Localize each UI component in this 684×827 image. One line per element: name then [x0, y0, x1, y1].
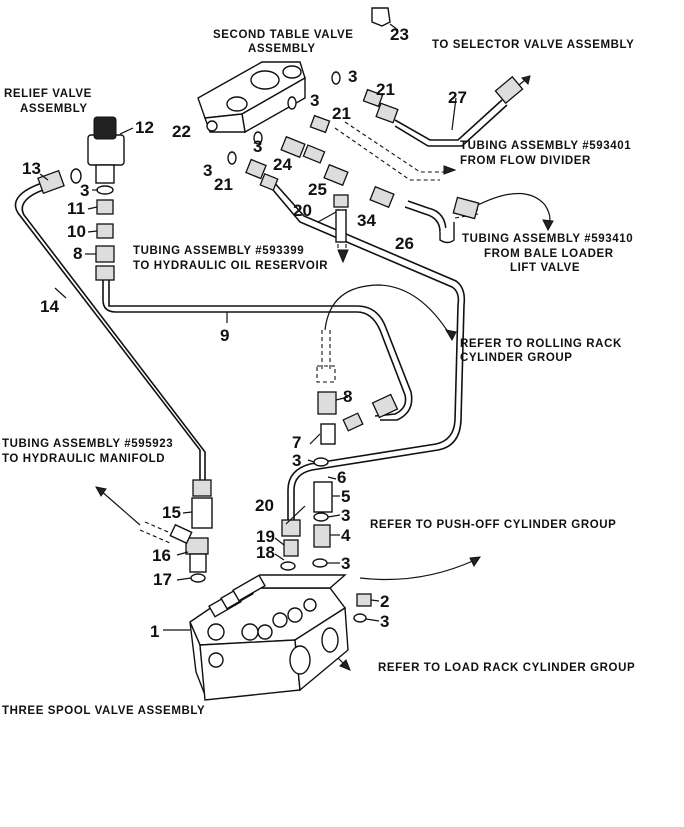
callout-17: 17 [153, 570, 172, 589]
tubing-595923-label-1: TUBING ASSEMBLY #595923 [2, 438, 173, 450]
tubing-593410-label-3: LIFT VALVE [510, 262, 580, 274]
callout-15: 15 [162, 503, 181, 522]
tube-9 [102, 270, 407, 417]
rolling-rack-label-1: REFER TO ROLLING RACK [460, 338, 622, 350]
callout-3: 3 [310, 91, 319, 110]
tubing-593401-label-1: TUBING ASSEMBLY #593401 [460, 140, 631, 152]
callout-23: 23 [390, 25, 409, 44]
tubing-593401-label-2: FROM FLOW DIVIDER [460, 155, 591, 167]
left-fittings [169, 479, 213, 583]
callout-3: 3 [348, 67, 357, 86]
tube-14 [14, 182, 201, 480]
top-fittings [227, 71, 524, 244]
callout-26: 26 [395, 234, 414, 253]
callout-21: 21 [332, 104, 351, 123]
assembly-labels: SECOND TABLE VALVE ASSEMBLY TO SELECTOR … [2, 29, 635, 717]
three-spool-label: THREE SPOOL VALVE ASSEMBLY [2, 705, 205, 717]
callout-2: 2 [380, 592, 389, 611]
rolling-rack-label-2: CYLINDER GROUP [460, 352, 573, 364]
callout-3: 3 [80, 181, 89, 200]
callout-3: 3 [253, 137, 262, 156]
second-table-valve [197, 7, 399, 134]
callout-21: 21 [376, 80, 395, 99]
callout-7: 7 [292, 433, 301, 452]
relief-valve-label-2: ASSEMBLY [20, 103, 88, 115]
load-rack-label: REFER TO LOAD RACK CYLINDER GROUP [378, 662, 635, 674]
callout-12: 12 [135, 118, 154, 137]
callout-16: 16 [152, 546, 171, 565]
callout-25: 25 [308, 180, 327, 199]
callout-8: 8 [343, 387, 352, 406]
tubing-593410-label-1: TUBING ASSEMBLY #593410 [462, 233, 633, 245]
tubing-595923-label-2: TO HYDRAULIC MANIFOLD [2, 453, 165, 465]
callout-19: 19 [256, 527, 275, 546]
callout-1: 1 [150, 622, 159, 641]
callout-20: 20 [293, 201, 312, 220]
callout-34: 34 [357, 211, 376, 230]
tubing-lines [14, 75, 531, 520]
callout-3: 3 [203, 161, 212, 180]
three-spool-valve [189, 574, 349, 701]
push-off-label: REFER TO PUSH-OFF CYLINDER GROUP [370, 519, 616, 531]
callout-3: 3 [292, 451, 301, 470]
relief-valve-label-1: RELIEF VALVE [4, 88, 92, 100]
callout-9: 9 [220, 326, 229, 345]
callout-21: 21 [214, 175, 233, 194]
callout-11: 11 [67, 199, 85, 218]
callout-numbers: 23 3 21 27 3 21 22 12 3 24 13 3 21 25 3 … [22, 25, 467, 641]
callout-22: 22 [172, 122, 191, 141]
tubing-593399-label-1: TUBING ASSEMBLY #593399 [133, 245, 304, 257]
callout-4: 4 [341, 526, 351, 545]
callout-24: 24 [273, 155, 292, 174]
second-table-valve-label-1: SECOND TABLE VALVE [213, 29, 354, 41]
callout-leaders [39, 97, 457, 631]
bracket-23 [371, 7, 391, 27]
callout-8: 8 [73, 244, 82, 263]
callout-3: 3 [380, 612, 389, 631]
second-table-valve-label-2: ASSEMBLY [248, 43, 316, 55]
callout-6: 6 [337, 468, 346, 487]
callout-5: 5 [341, 487, 350, 506]
callout-14: 14 [40, 297, 59, 316]
callout-3: 3 [341, 554, 350, 573]
tubing-593410-label-2: FROM BALE LOADER [484, 248, 614, 260]
callout-18: 18 [256, 543, 275, 562]
center-fittings [280, 391, 399, 623]
callout-3: 3 [341, 506, 350, 525]
callout-20: 20 [255, 496, 274, 515]
tube-20 [267, 183, 460, 520]
relief-valve [37, 116, 125, 281]
callout-10: 10 [67, 222, 86, 241]
tube-27 [394, 99, 503, 141]
tubing-593399-label-2: TO HYDRAULIC OIL RESERVOIR [133, 260, 328, 272]
callout-27: 27 [448, 88, 467, 107]
to-selector-label: TO SELECTOR VALVE ASSEMBLY [432, 39, 634, 51]
callout-13: 13 [22, 159, 41, 178]
